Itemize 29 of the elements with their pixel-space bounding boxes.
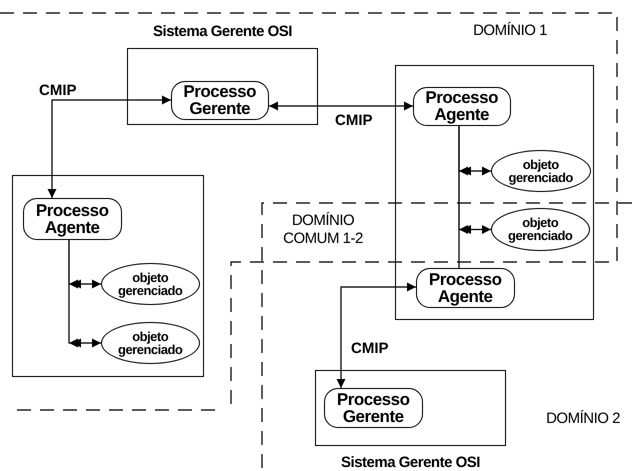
object-ellipse <box>490 150 591 192</box>
connector-arrow <box>68 240 101 348</box>
box-shape <box>12 175 204 377</box>
connector-arrow <box>269 102 413 110</box>
object-label: objeto gerenciado <box>117 330 184 356</box>
process-box <box>412 86 511 126</box>
process-label: Processo Gerente <box>336 390 410 425</box>
process-box <box>170 80 269 120</box>
process-label: Processo Agente <box>428 270 502 305</box>
process-label: Processo Gerente <box>182 83 257 118</box>
domain-label: DOMÍNIO 2 <box>545 410 621 428</box>
domain-label: DOMÍNIO 1 <box>472 22 548 40</box>
object-ellipse <box>490 208 590 251</box>
system-title: Sistema Gerente OSI <box>340 454 481 471</box>
process-box <box>416 268 515 308</box>
process-label: Processo Agente <box>424 89 499 124</box>
process-box <box>324 388 423 428</box>
box-shape <box>395 65 594 320</box>
process-label: Processo Agente <box>34 202 110 236</box>
object-ellipse <box>100 322 200 364</box>
object-label: objeto gerenciado <box>117 270 184 297</box>
connector-arrow <box>336 282 416 388</box>
connector-arrow <box>48 96 171 198</box>
system-title: Sistema Gerente OSI <box>152 23 293 40</box>
object-ellipse <box>100 262 200 305</box>
domain-label: DOMÍNIO COMUM 1-2 <box>282 212 364 248</box>
process-box <box>22 198 122 240</box>
object-label: objeto gerenciado <box>508 158 574 184</box>
object-label: objeto gerenciado <box>507 216 574 242</box>
